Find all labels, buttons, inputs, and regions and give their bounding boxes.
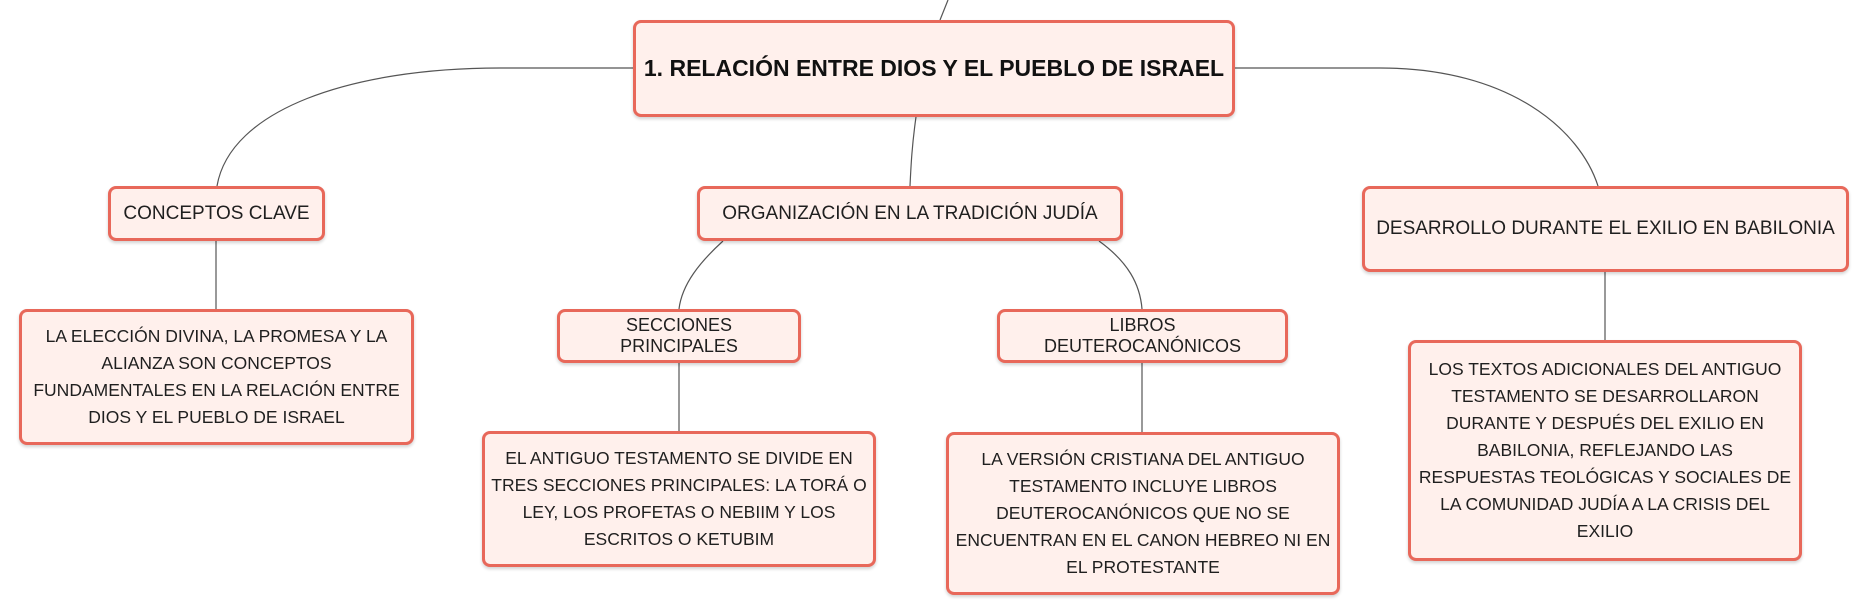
detail-desarrollo-text: LOS TEXTOS ADICIONALES DEL ANTIGUO TESTA… bbox=[1418, 359, 1792, 541]
detail-conceptos-clave[interactable]: LA ELECCIÓN DIVINA, LA PROMESA Y LA ALIA… bbox=[19, 309, 414, 445]
topic-organizacion-label: ORGANIZACIÓN EN LA TRADICIÓN JUDÍA bbox=[722, 202, 1098, 224]
connector-parent-to-root bbox=[939, 0, 949, 21]
connector-root-to-organizacion bbox=[909, 116, 917, 187]
connector-root-to-desarrollo bbox=[1235, 67, 1599, 187]
connector-root-to-conceptos bbox=[216, 67, 633, 187]
detail-conceptos-text: LA ELECCIÓN DIVINA, LA PROMESA Y LA ALIA… bbox=[33, 326, 400, 427]
detail-secciones-principales[interactable]: EL ANTIGUO TESTAMENTO SE DIVIDE EN TRES … bbox=[482, 431, 876, 567]
detail-desarrollo-exilio[interactable]: LOS TEXTOS ADICIONALES DEL ANTIGUO TESTA… bbox=[1408, 340, 1802, 561]
topic-conceptos-clave-label: CONCEPTOS CLAVE bbox=[123, 202, 310, 224]
subtopic-secciones-principales[interactable]: SECCIONES PRINCIPALES bbox=[557, 309, 801, 363]
topic-organizacion-tradicion-judia[interactable]: ORGANIZACIÓN EN LA TRADICIÓN JUDÍA bbox=[697, 186, 1123, 241]
detail-libros-text: LA VERSIÓN CRISTIANA DEL ANTIGUO TESTAME… bbox=[955, 449, 1331, 577]
detail-secciones-text: EL ANTIGUO TESTAMENTO SE DIVIDE EN TRES … bbox=[491, 448, 867, 549]
connector-organizacion-to-libros bbox=[1098, 240, 1143, 310]
root-topic-label: 1. RELACIÓN ENTRE DIOS Y EL PUEBLO DE IS… bbox=[643, 55, 1225, 81]
topic-desarrollo-label: DESARROLLO DURANTE EL EXILIO EN BABILONI… bbox=[1376, 218, 1835, 239]
topic-conceptos-clave[interactable]: CONCEPTOS CLAVE bbox=[108, 186, 325, 241]
subtopic-libros-deuterocanonicos[interactable]: LIBROS DEUTEROCANÓNICOS bbox=[997, 309, 1288, 363]
subtopic-libros-label: LIBROS DEUTEROCANÓNICOS bbox=[1043, 315, 1241, 356]
topic-desarrollo-exilio[interactable]: DESARROLLO DURANTE EL EXILIO EN BABILONI… bbox=[1362, 186, 1849, 272]
subtopic-secciones-label: SECCIONES PRINCIPALES bbox=[620, 315, 738, 356]
detail-libros-deuterocanonicos[interactable]: LA VERSIÓN CRISTIANA DEL ANTIGUO TESTAME… bbox=[946, 432, 1340, 595]
root-topic-node[interactable]: 1. RELACIÓN ENTRE DIOS Y EL PUEBLO DE IS… bbox=[633, 20, 1235, 117]
connector-organizacion-to-secciones bbox=[678, 240, 724, 310]
